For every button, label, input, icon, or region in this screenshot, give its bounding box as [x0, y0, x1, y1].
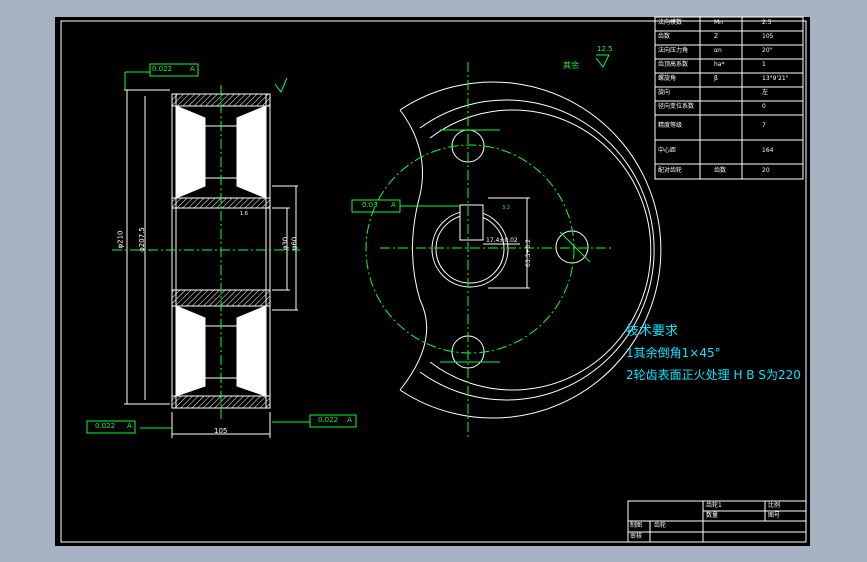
dim-hub: φ60	[290, 236, 299, 251]
fcf-right	[309, 414, 357, 428]
param-value: 7	[762, 122, 766, 129]
tb-material: 齿轮	[654, 522, 667, 529]
fcf-left-value: 0.022	[95, 422, 116, 430]
front-annotations	[365, 54, 612, 440]
param-symbol: αn	[714, 47, 722, 54]
fcf-right-value: 0.022	[318, 416, 339, 424]
title-block	[627, 500, 807, 543]
dim-keyway-width: 17.4±0.02	[486, 237, 518, 244]
param-name: 齿顶高系数	[658, 61, 689, 68]
tb-part-name: 齿轮1	[706, 502, 722, 509]
front-view	[399, 81, 662, 419]
fcf-left-datum: A	[127, 422, 132, 430]
notes-title: 技术要求	[626, 324, 679, 339]
param-symbol: β	[714, 75, 718, 82]
tb-drawing-no: 图号	[768, 512, 781, 519]
dim-dia2: φ207.5	[137, 227, 146, 252]
param-name: 精度等级	[658, 122, 683, 129]
param-symbol: Z	[714, 33, 719, 40]
roughness-general: 12.5	[597, 45, 613, 53]
param-value: 左	[762, 89, 769, 96]
fcf-top	[149, 63, 199, 77]
param-name: 径向变位系数	[658, 103, 695, 110]
param-name: 中心距	[658, 147, 677, 154]
tb-drawn: 制图	[630, 522, 643, 529]
drawing-sheet	[55, 17, 810, 546]
dim-width: 105	[214, 427, 228, 435]
param-name: 螺旋角	[658, 75, 677, 82]
param-symbol: 齿数	[714, 167, 727, 174]
notes-line-2: 2轮齿表面正火处理 H B S为220	[626, 368, 801, 382]
param-name: 齿数	[658, 33, 671, 40]
sheet-border	[60, 20, 807, 543]
param-name: 法向压力角	[658, 47, 689, 54]
param-value: 164	[762, 147, 774, 154]
parameter-table	[654, 16, 804, 180]
param-name: 旋向	[658, 89, 671, 96]
fcf-sym-value: 0.03	[362, 201, 378, 209]
param-value: 13°9'21"	[762, 75, 789, 82]
notes-line-1: 1其余倒角1×45°	[626, 346, 721, 360]
param-name: 法向模数	[658, 19, 683, 26]
dim-keyway-depth: 63.3+0.2	[524, 239, 532, 267]
param-name: 配对齿轮	[658, 167, 683, 174]
fcf-top-datum: A	[190, 65, 195, 73]
section-view	[124, 89, 298, 438]
param-value: 20	[762, 167, 770, 174]
fcf-left	[86, 420, 136, 434]
tb-quantity: 数量	[706, 512, 719, 519]
roughness-rest-label: 其余	[563, 61, 579, 70]
param-value: 20°	[762, 47, 773, 54]
param-symbol: ha*	[714, 61, 725, 68]
roughness-tooth: 3.2	[502, 205, 510, 211]
dim-bore: φ30	[281, 236, 290, 251]
dim-outer-dia: φ210	[116, 230, 125, 249]
tb-scale: 比例	[768, 502, 781, 509]
param-symbol: Mn	[714, 19, 723, 26]
fcf-sym-datum: A	[391, 201, 396, 209]
param-value: 2.5	[762, 19, 772, 26]
tb-checked: 审核	[630, 533, 643, 540]
param-value: 105	[762, 33, 774, 40]
fcf-right-datum: A	[347, 416, 352, 424]
fcf-top-value: 0.022	[152, 65, 173, 73]
param-value: 1	[762, 61, 766, 68]
section-annotations	[112, 71, 310, 429]
roughness-bore: 1.6	[240, 211, 248, 217]
param-value: 0	[762, 103, 766, 110]
